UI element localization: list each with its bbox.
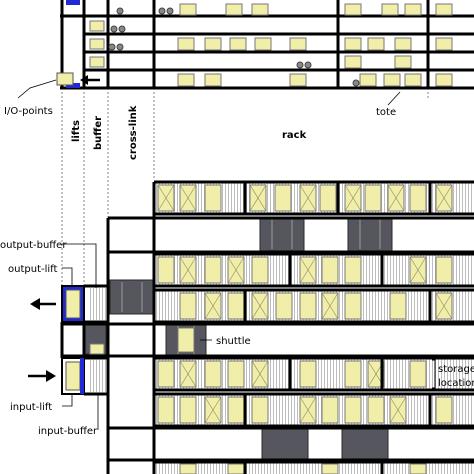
- input-lift-side: [80, 358, 84, 394]
- storage-location-bracket: [432, 359, 436, 389]
- rack-label: rack: [282, 130, 307, 141]
- lift-column-top: [66, 0, 80, 5]
- shuttle-label: shuttle: [216, 336, 251, 347]
- side-view: [56, 0, 474, 285]
- output-lift-label: output-lift: [8, 264, 57, 275]
- input-arrow-icon: [28, 370, 56, 382]
- side-view-shuttles: [108, 7, 360, 87]
- tote-cross-marks: [157, 184, 453, 424]
- buffer-label: buffer: [93, 116, 104, 150]
- input-lift-tote: [65, 361, 81, 391]
- io-arrow-icon: [80, 75, 100, 85]
- buffer-tote: [89, 343, 105, 355]
- input-buffer-label: input-buffer: [38, 426, 98, 437]
- storage-label: storage: [438, 364, 474, 375]
- output-lift-tote: [65, 289, 81, 319]
- side-view-shelves: [60, 14, 474, 90]
- side-view-columns: [60, 0, 430, 88]
- shuttle-tote: [177, 327, 195, 353]
- input-lift-label: input-lift: [10, 402, 52, 413]
- input-buffer-lane: [88, 360, 106, 392]
- leader-lines: [17, 79, 401, 430]
- top-view: [28, 180, 474, 474]
- shuttles: [83, 216, 393, 460]
- cross-link-label: cross-link: [128, 105, 139, 160]
- location-label: location: [438, 378, 474, 389]
- io-points-label: I/O-points: [4, 106, 53, 117]
- tote-label: tote: [376, 107, 396, 118]
- rails: [60, 180, 474, 474]
- io-point-tote: [56, 72, 74, 86]
- lifts-label: lifts: [71, 120, 82, 142]
- output-buffer-lane: [88, 288, 106, 320]
- side-view-totes: [89, 3, 453, 87]
- output-arrow-icon: [30, 298, 56, 310]
- output-buffer-label: output-buffer: [0, 240, 67, 251]
